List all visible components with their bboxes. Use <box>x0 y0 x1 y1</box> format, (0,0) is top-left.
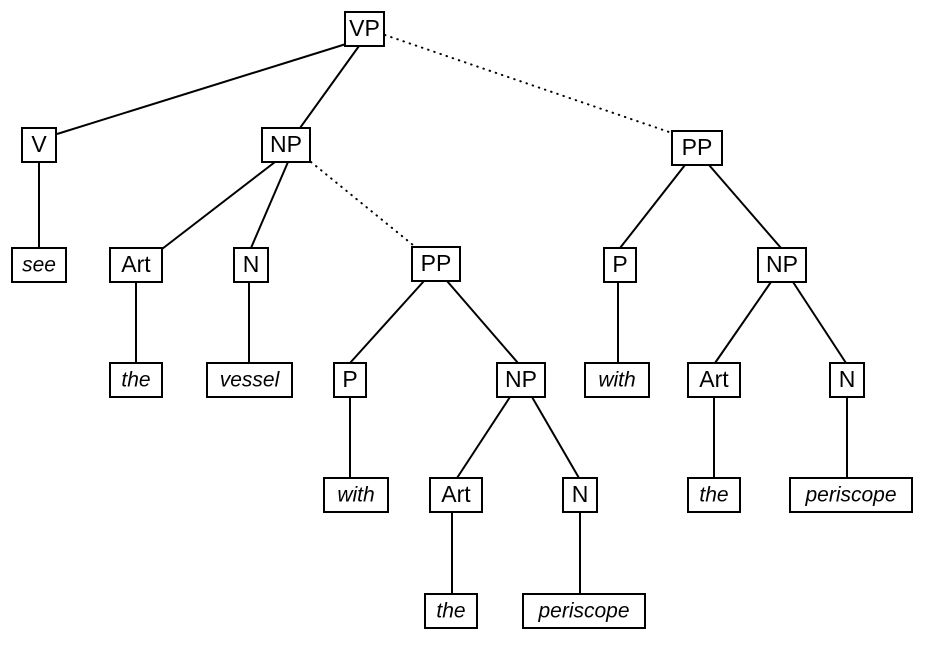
leaf-node-periscope_r: periscope <box>789 477 913 513</box>
node-label-with_mid: with <box>337 484 374 507</box>
node-label-pp_right: PP <box>682 134 713 160</box>
category-node-art_right: Art <box>687 362 741 398</box>
node-box-p_right <box>603 247 637 283</box>
category-node-pp_mid: PP <box>411 246 461 282</box>
tree-edge-vp-to-v <box>56 43 347 135</box>
node-box-art_right <box>687 362 741 398</box>
category-node-pp_right: PP <box>671 130 723 166</box>
node-label-n_right: N <box>839 366 856 392</box>
tree-edge-np1-to-pp_mid <box>310 161 414 246</box>
node-box-np_mid <box>496 362 546 398</box>
node-box-art_mid <box>429 477 483 513</box>
node-label-periscope_m: periscope <box>537 600 629 623</box>
node-box-vp <box>344 11 385 47</box>
node-box-p_mid <box>333 362 367 398</box>
category-node-np1: NP <box>261 127 311 163</box>
node-box-periscope_m <box>522 593 646 629</box>
node-label-pp_mid: PP <box>421 250 452 276</box>
tree-edge-np1-to-art1 <box>161 161 276 250</box>
category-node-n1: N <box>233 247 269 283</box>
node-box-n_right <box>829 362 865 398</box>
node-label-art_right: Art <box>699 366 729 392</box>
node-label-np1: NP <box>270 131 302 157</box>
node-label-v: V <box>31 131 47 157</box>
category-node-vp: VP <box>344 11 385 47</box>
node-box-pp_mid <box>411 246 461 282</box>
node-label-art_mid: Art <box>441 481 471 507</box>
tree-edge-pp_right-to-p_right <box>619 164 686 249</box>
node-label-periscope_r: periscope <box>804 484 896 507</box>
node-box-vessel <box>206 362 293 398</box>
node-label-the_right: the <box>699 484 728 507</box>
node-box-periscope_r <box>789 477 913 513</box>
tree-edge-np_right-to-art_right <box>714 281 772 364</box>
tree-edge-np_mid-to-art_mid <box>456 396 511 479</box>
category-node-p_right: P <box>603 247 637 283</box>
node-label-see: see <box>22 254 56 277</box>
node-box-n_mid <box>562 477 598 513</box>
leaf-node-the1: the <box>109 362 163 398</box>
tree-edge-pp_mid-to-p_mid <box>349 280 425 364</box>
node-box-art1 <box>109 247 163 283</box>
node-label-n_mid: N <box>572 481 589 507</box>
category-node-np_right: NP <box>757 247 807 283</box>
tree-edge-vp-to-pp_right <box>384 34 673 134</box>
tree-edge-np_mid-to-n_mid <box>531 396 580 479</box>
node-label-the1: the <box>121 369 150 392</box>
node-label-p_mid: P <box>342 366 357 392</box>
node-box-pp_right <box>671 130 723 166</box>
tree-edge-pp_right-to-np_right <box>708 164 782 249</box>
leaf-node-see: see <box>11 247 67 283</box>
category-node-v: V <box>21 127 57 163</box>
node-box-with_right <box>584 362 650 398</box>
node-box-the1 <box>109 362 163 398</box>
node-box-see <box>11 247 67 283</box>
leaf-node-with_right: with <box>584 362 650 398</box>
node-label-with_right: with <box>598 369 635 392</box>
leaf-node-periscope_m: periscope <box>522 593 646 629</box>
category-node-n_right: N <box>829 362 865 398</box>
node-label-p_right: P <box>612 251 627 277</box>
node-box-np_right <box>757 247 807 283</box>
node-box-with_mid <box>323 477 389 513</box>
category-node-np_mid: NP <box>496 362 546 398</box>
tree-edge-pp_mid-to-np_mid <box>446 280 519 364</box>
category-node-n_mid: N <box>562 477 598 513</box>
node-label-n1: N <box>243 251 260 277</box>
leaf-node-the_mid: the <box>424 593 478 629</box>
node-label-vp: VP <box>349 15 380 41</box>
node-label-np_mid: NP <box>505 366 537 392</box>
category-node-art1: Art <box>109 247 163 283</box>
node-label-the_mid: the <box>436 600 465 623</box>
node-box-the_mid <box>424 593 478 629</box>
leaf-node-vessel: vessel <box>206 362 293 398</box>
tree-edge-vp-to-np1 <box>299 45 360 129</box>
node-box-v <box>21 127 57 163</box>
edge-layer <box>38 34 848 594</box>
leaf-node-the_right: the <box>687 477 741 513</box>
node-box-n1 <box>233 247 269 283</box>
tree-edge-np_right-to-n_right <box>792 281 847 364</box>
node-box-the_right <box>687 477 741 513</box>
node-label-art1: Art <box>121 251 151 277</box>
tree-edge-np1-to-n1 <box>250 161 289 249</box>
category-node-art_mid: Art <box>429 477 483 513</box>
leaf-node-with_mid: with <box>323 477 389 513</box>
category-node-p_mid: P <box>333 362 367 398</box>
node-box-np1 <box>261 127 311 163</box>
node-label-vessel: vessel <box>220 369 281 392</box>
node-label-np_right: NP <box>766 251 798 277</box>
